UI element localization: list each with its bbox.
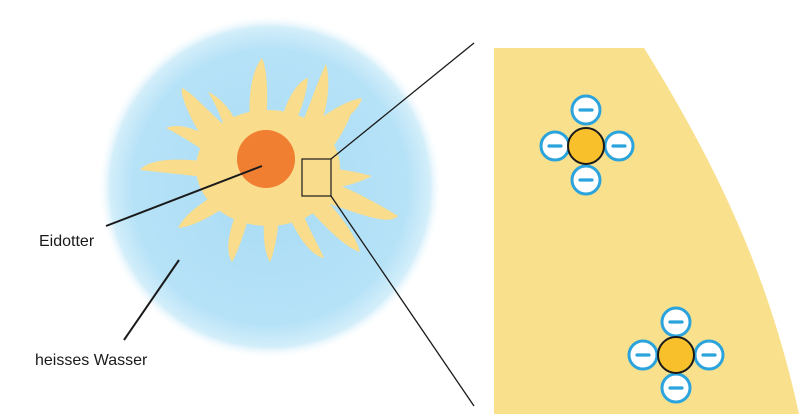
- zoom-line-top: [330, 42, 475, 160]
- ion-core: [567, 127, 605, 165]
- egg-yolk: [237, 130, 295, 188]
- ion-core: [657, 336, 695, 374]
- water-label: heisses Wasser: [35, 352, 148, 369]
- ion-cluster: [539, 94, 635, 196]
- yolk-leader-line: [105, 165, 263, 227]
- egg-white-splash: [140, 58, 398, 262]
- water-leader-line: [123, 259, 180, 341]
- ion-cluster: [627, 306, 725, 404]
- zoom-box: [301, 158, 332, 197]
- yolk-label: Eidotter: [39, 233, 95, 250]
- zoom-line-bottom: [330, 195, 475, 407]
